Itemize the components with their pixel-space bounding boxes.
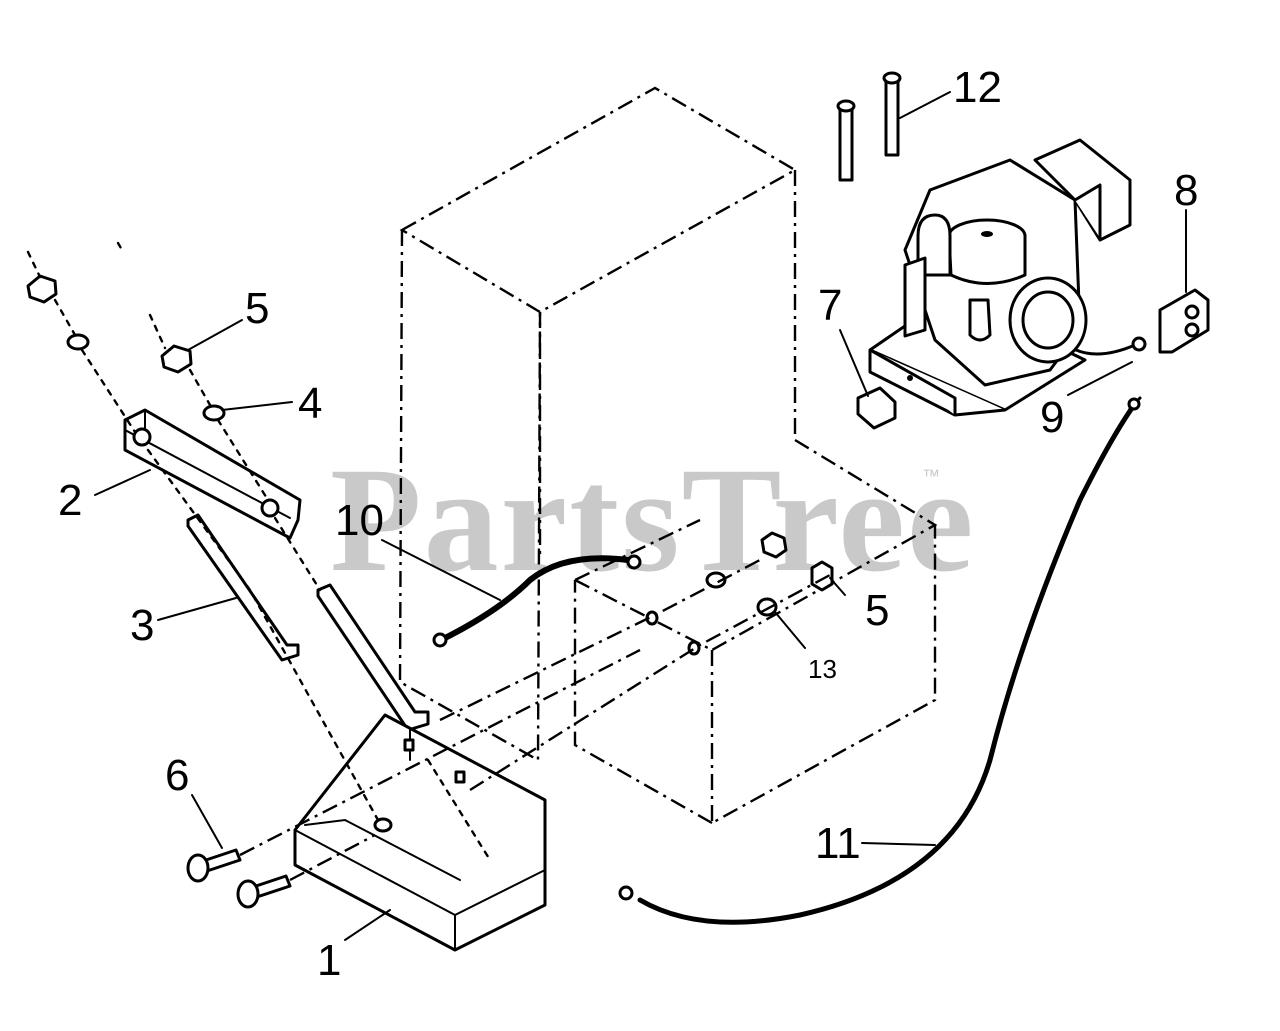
tray-1 [293,713,547,952]
engine-wire [1074,343,1137,356]
callout-11: 11 [815,819,861,868]
phantom-lower-box [573,438,938,826]
callout-7: 7 [818,281,842,330]
watermark-text: PartsTree [330,437,975,603]
bolts-6 [186,848,292,909]
callout-2: 2 [58,476,82,525]
watermark-trademark: ™ [922,466,940,486]
callouts: 1 2 3 4 5 5 6 7 8 9 10 11 12 13 [58,63,1198,985]
bracket-2 [123,408,302,540]
callout-6: 6 [165,751,189,800]
callout-9: 9 [1040,393,1064,442]
callout-4: 4 [298,379,322,428]
cable-11 [618,396,1142,925]
callout-3: 3 [130,601,154,650]
cable-10 [432,554,642,648]
callout-8: 8 [1174,166,1198,215]
part-7 [856,386,897,430]
callout-10: 10 [335,496,384,545]
rod-3 [186,513,300,662]
callout-13: 13 [808,654,837,684]
leader-lines [94,91,1187,941]
phantom-cabinet [398,86,798,763]
callout-5-left: 5 [245,284,269,333]
callout-1: 1 [317,936,341,985]
left-hardware [26,274,226,422]
part-8 [1158,288,1210,354]
rod [316,583,430,732]
bolt-12 [836,71,902,182]
engine [868,138,1132,417]
hardware-lower-box [645,531,834,656]
callout-5-right: 5 [865,586,889,635]
engine-wire-terminal [1131,336,1147,352]
callout-12: 12 [953,63,1002,112]
alignment-lines [26,241,831,882]
